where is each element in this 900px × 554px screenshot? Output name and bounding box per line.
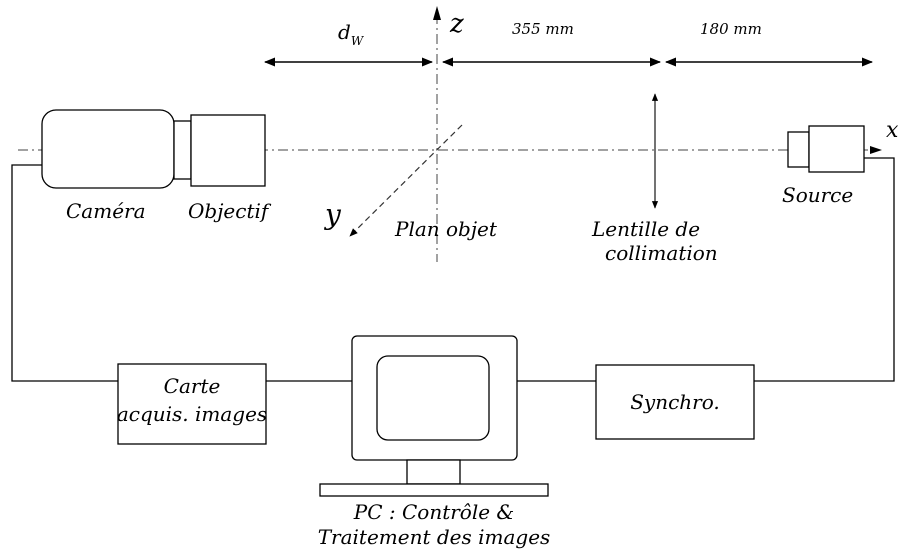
acquisition-card-label-line1: Carte	[164, 374, 221, 398]
pc-stand	[406, 459, 461, 485]
camera-body	[41, 109, 175, 189]
objective-lens	[190, 114, 266, 187]
camera-to-card-cable	[11, 164, 118, 382]
source-nozzle	[787, 131, 810, 168]
z-axis-label: z	[449, 9, 464, 39]
synchro-label: Synchro.	[630, 390, 720, 414]
pc-base	[319, 483, 549, 497]
y-axis-label: y	[323, 198, 342, 231]
source-body	[808, 125, 865, 173]
collimation-lens-label-line1: Lentille de	[591, 217, 700, 241]
collimation-lens-label-line2: collimation	[605, 241, 718, 265]
x-axis-label: x	[886, 118, 899, 143]
pc-label-line2: Traitement des images	[318, 525, 551, 549]
pc-label-line1: PC : Contrôle &	[353, 500, 514, 524]
synchro-box	[595, 364, 755, 440]
z-axis-arrowhead	[433, 6, 441, 20]
x-axis-arrowhead	[870, 146, 882, 154]
camera-label: Caméra	[66, 199, 146, 223]
dw-label: dW	[338, 20, 365, 48]
camera-mount	[173, 120, 192, 180]
acquisition-card-label-line2: acquis. images	[117, 402, 267, 426]
acquisition-card-box	[117, 363, 267, 445]
source-label: Source	[782, 183, 853, 207]
d180-label: 180 mm	[700, 20, 762, 38]
y-axis-line	[349, 124, 463, 237]
synchro-to-source-cable	[754, 157, 895, 382]
pc-screen	[376, 355, 490, 441]
object-plane-label: Plan objet	[394, 217, 498, 241]
d355-label: 355 mm	[512, 20, 574, 38]
objective-label: Objectif	[188, 199, 272, 223]
